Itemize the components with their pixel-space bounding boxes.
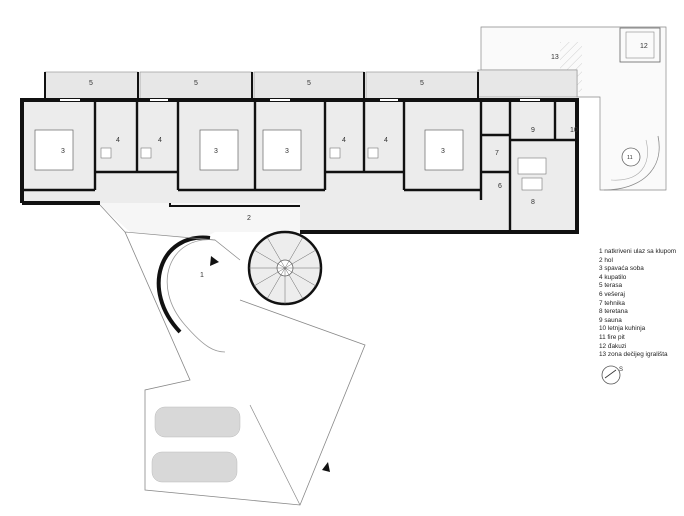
label-entrance: 1 <box>200 272 204 279</box>
legend-item: 10 letnja kuhinja <box>599 325 646 333</box>
legend-item: 13 zona dečijeg igrališta <box>599 351 668 359</box>
legend-item: 11 fire pit <box>599 333 625 341</box>
firepit <box>603 135 660 191</box>
legend-item: 7 tehnika <box>599 299 625 307</box>
legend-item: 4 kupatilo <box>599 273 627 281</box>
label-firepit: 11 <box>627 155 633 161</box>
entrance-area <box>99 204 366 506</box>
north-arrow-label: S <box>619 367 623 373</box>
label-bed-d: 3 <box>441 148 445 155</box>
label-terrace-a: 5 <box>89 80 93 87</box>
label-laundry: 6 <box>498 183 502 190</box>
label-gym: 8 <box>531 199 535 206</box>
label-kitchen: 10 <box>570 127 578 134</box>
legend-item: 9 sauna <box>599 316 622 324</box>
legend: 1 natkriveni ulaz sa klupom 2 hol 3 spav… <box>599 248 676 360</box>
north-arrow <box>601 365 621 385</box>
label-terrace-b: 5 <box>194 80 198 87</box>
parking-cars <box>151 406 241 483</box>
beds <box>34 129 464 171</box>
legend-item: 6 vešeraj <box>599 290 625 298</box>
label-bath-b2: 4 <box>384 137 388 144</box>
bathroom-fixtures <box>100 147 547 191</box>
label-bed-b: 3 <box>214 148 218 155</box>
spiral-stair <box>247 230 323 306</box>
legend-item: 3 spavaća soba <box>599 265 644 273</box>
label-terrace-c: 5 <box>307 80 311 87</box>
terraces <box>44 69 578 100</box>
label-sauna: 9 <box>531 127 535 134</box>
label-bed-c: 3 <box>285 148 289 155</box>
label-playground: 13 <box>551 54 559 61</box>
entrance-arrows <box>210 256 330 472</box>
label-bath-a1: 4 <box>116 137 120 144</box>
legend-item: 5 terasa <box>599 282 623 290</box>
label-bath-a2: 4 <box>158 137 162 144</box>
label-jacuzzi: 12 <box>640 43 648 50</box>
legend-item: 1 natkriveni ulaz sa klupom <box>599 248 677 255</box>
label-bed-a: 3 <box>61 148 65 155</box>
legend-item: 8 teretana <box>599 308 628 316</box>
label-bath-b1: 4 <box>342 137 346 144</box>
room-labels: 5 5 5 5 3 3 3 3 4 4 4 4 2 1 6 7 8 9 10 1… <box>61 43 648 373</box>
label-tech: 7 <box>495 150 499 157</box>
label-hall: 2 <box>247 215 251 222</box>
legend-item: 12 đakuzi <box>599 342 627 350</box>
legend-item: 2 hol <box>599 256 613 264</box>
label-terrace-d: 5 <box>420 80 424 87</box>
